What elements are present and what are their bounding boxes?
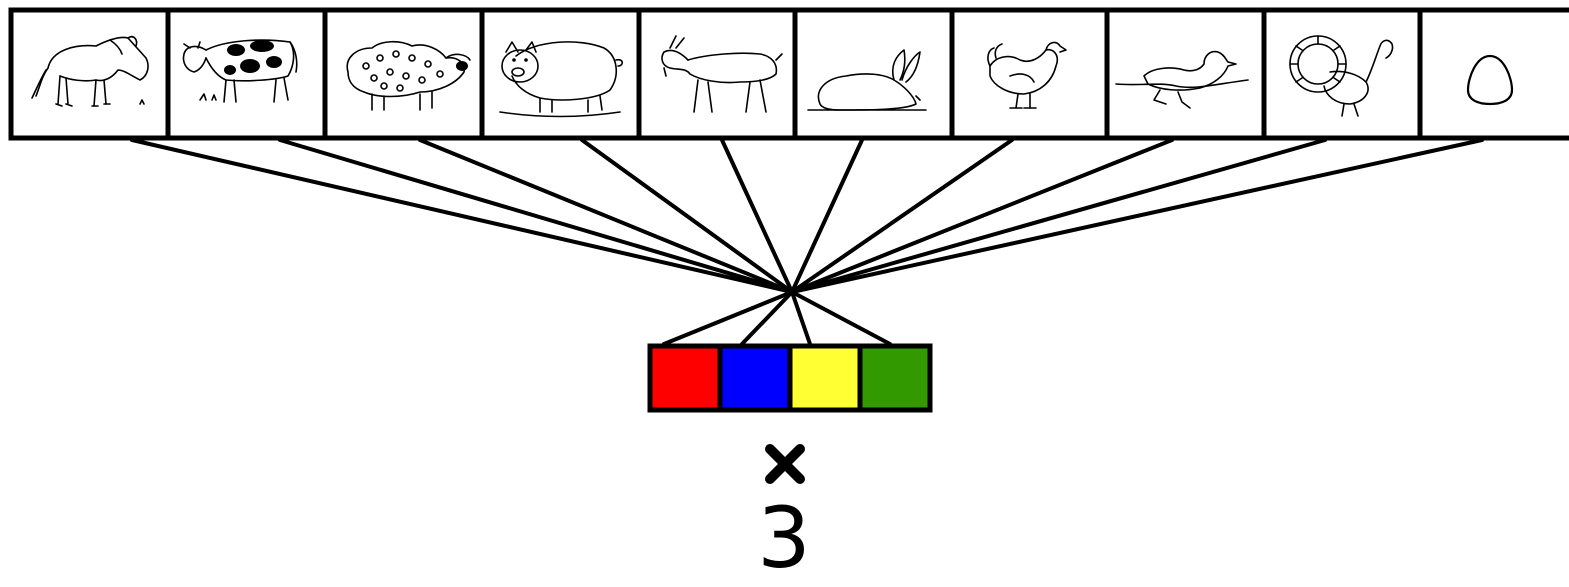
hub-line-blue (740, 290, 794, 346)
egg-icon (1466, 54, 1514, 106)
connector-line-turkey (790, 138, 1327, 294)
turkey-icon (1289, 35, 1394, 117)
animal-strip (8, 7, 1569, 141)
pig-icon (499, 41, 624, 118)
times-icon (765, 444, 805, 484)
color-swatch-blue (717, 343, 793, 413)
connector-line-pig (580, 138, 794, 294)
cow-icon (182, 39, 298, 103)
cow-spots (224, 40, 282, 75)
sheep-face (456, 61, 468, 71)
connector-line-duck (790, 138, 1174, 294)
connector-line-chicken (790, 138, 1014, 294)
animal-strip-border (8, 7, 1569, 141)
color-swatch-yellow (787, 343, 863, 413)
connector-line-egg (790, 138, 1484, 294)
hub-to-colors-lines (662, 290, 892, 346)
rabbit-icon (807, 49, 927, 111)
horse-icon (31, 35, 149, 107)
connector-line-horse (130, 138, 794, 294)
cell-dividers (165, 10, 1423, 138)
multiplier-number: 3 (757, 489, 811, 587)
color-swatch-red (647, 343, 723, 413)
color-strip (647, 343, 933, 413)
connector-lines (130, 138, 1484, 294)
hub-line-green (790, 290, 892, 346)
hub-line-red (662, 290, 794, 346)
connector-line-cow (278, 138, 794, 294)
goat-icon (661, 35, 783, 113)
connector-line-sheep (418, 138, 794, 294)
color-swatch-green (857, 343, 933, 413)
pig-eyes (512, 58, 528, 62)
connector-line-goat (720, 138, 794, 294)
chicken-icon (987, 41, 1067, 109)
connector-line-rabbit (790, 138, 864, 294)
hub-line-yellow (790, 290, 812, 346)
duck-icon (1115, 50, 1249, 109)
